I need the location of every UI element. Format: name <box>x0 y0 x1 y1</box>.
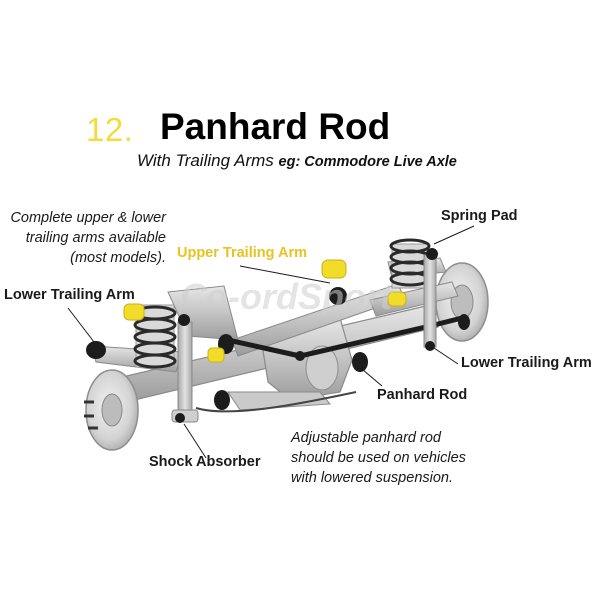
note-trailing-arms-line: Complete upper & lower <box>10 210 166 226</box>
label-spring-pad: Spring Pad <box>441 208 518 224</box>
note-adjustable-line: Adjustable panhard rod <box>291 430 441 446</box>
right-coil-spring <box>389 238 431 289</box>
label-upper-trailing-arm: Upper Trailing Arm <box>177 245 307 261</box>
note-trailing-arms-line: trailing arms available <box>25 230 166 246</box>
diagram-number: 12. <box>86 111 134 148</box>
leader-lines <box>67 225 475 459</box>
panhard-rod <box>225 315 465 361</box>
left-brake-disc <box>84 369 139 451</box>
label-lower-trailing-arm-right: Lower Trailing Arm <box>461 355 592 371</box>
note-adjustable-panhard: Adjustable panhard rod should be used on… <box>291 428 466 488</box>
note-trailing-arms: Complete upper & lower trailing arms ava… <box>10 208 166 268</box>
note-adjustable-line: with lowered suspension. <box>291 470 454 486</box>
label-lower-trailing-arm-left: Lower Trailing Arm <box>4 287 135 303</box>
subtitle-text: With Trailing Arms <box>137 151 279 170</box>
subtitle-example: eg: Commodore Live Axle <box>278 154 457 170</box>
label-shock-absorber: Shock Absorber <box>149 454 261 470</box>
diagram-title: Panhard Rod <box>160 106 391 147</box>
black-bushings <box>86 248 470 423</box>
note-trailing-arms-line: (most models). <box>70 250 166 266</box>
watermark-logo: Co-ordSport <box>180 276 392 317</box>
label-panhard-rod: Panhard Rod <box>377 387 468 403</box>
note-adjustable-line: should be used on vehicles <box>291 450 466 466</box>
right-shock-absorber <box>423 254 437 348</box>
diagram-subtitle: With Trailing Arms eg: Commodore Live Ax… <box>137 151 457 171</box>
yellow-bushings <box>123 259 407 363</box>
